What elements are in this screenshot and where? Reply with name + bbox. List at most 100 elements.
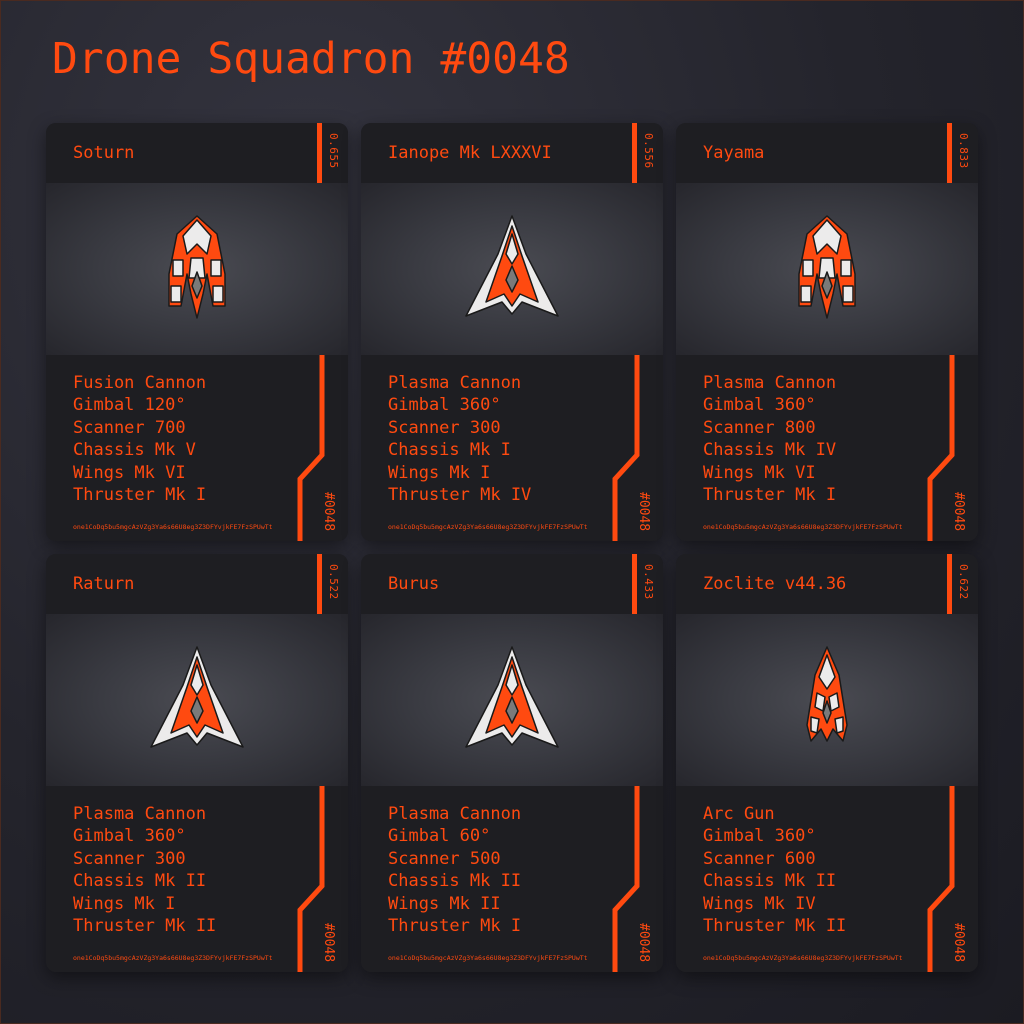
stat-line: Wings Mk VI <box>703 462 816 483</box>
header-accent-bar <box>317 123 322 183</box>
drone-art <box>46 614 348 786</box>
drone-score: 0.433 <box>642 564 655 600</box>
stat-line: Chassis Mk I <box>388 440 511 461</box>
drone-score: 0.622 <box>957 564 970 600</box>
stat-line: Arc Gun <box>703 804 775 824</box>
fighter-delta-icon <box>465 215 559 317</box>
fighter-narrow-icon <box>806 646 848 742</box>
stat-line: Plasma Cannon <box>703 373 837 393</box>
fighter-wide-checkered-icon <box>168 215 226 319</box>
drone-name: Raturn <box>73 574 135 594</box>
drone-art <box>361 183 663 355</box>
fighter-delta-icon <box>465 646 559 748</box>
stat-line: Gimbal 360° <box>703 395 816 416</box>
stat-line: Thruster Mk I <box>73 485 207 506</box>
page-title: Drone Squadron #0048 <box>52 34 570 84</box>
drone-art <box>361 614 663 786</box>
drone-score: 0.833 <box>957 133 970 169</box>
drone-name: Zoclite v44.36 <box>703 574 847 594</box>
stat-line: Chassis Mk IV <box>703 440 837 461</box>
stat-line: Thruster Mk II <box>73 916 217 937</box>
drone-name: Soturn <box>73 143 135 163</box>
fighter-delta-icon <box>150 646 244 748</box>
owner-hash: one1CoDq5bu5mgcAzVZg3Ya6s66U8eg3Z3DFYvjk… <box>388 954 588 962</box>
card-header: Raturn 0.522 <box>46 554 348 614</box>
stat-line: Chassis Mk II <box>388 871 522 892</box>
header-accent-bar <box>632 554 637 614</box>
owner-hash: one1CoDq5bu5mgcAzVZg3Ya6s66U8eg3Z3DFYvjk… <box>703 954 903 962</box>
stat-line: Gimbal 360° <box>703 826 816 847</box>
drone-score: 0.522 <box>327 564 340 600</box>
stat-line: Gimbal 360° <box>73 826 186 847</box>
stat-line: Scanner 300 <box>73 848 186 869</box>
stat-line: Gimbal 360° <box>388 395 501 416</box>
owner-hash: one1CoDq5bu5mgcAzVZg3Ya6s66U8eg3Z3DFYvjk… <box>703 523 903 531</box>
drone-art <box>676 183 978 355</box>
stat-line: Plasma Cannon <box>73 804 207 824</box>
stat-line: Chassis Mk V <box>73 440 196 461</box>
stat-line: Gimbal 60° <box>388 826 491 847</box>
stat-line: Thruster Mk I <box>388 916 522 937</box>
stat-line: Wings Mk VI <box>73 462 186 483</box>
stat-line: Chassis Mk II <box>703 871 837 892</box>
stat-line: Plasma Cannon <box>388 373 522 393</box>
squadron-serial: #0048 <box>951 491 966 531</box>
stat-line: Thruster Mk IV <box>388 485 532 506</box>
header-accent-bar <box>947 123 952 183</box>
stat-line: Scanner 500 <box>388 848 501 869</box>
stat-line: Scanner 600 <box>703 848 816 869</box>
stat-line: Chassis Mk II <box>73 871 207 892</box>
drone-score: 0.556 <box>642 133 655 169</box>
fighter-wide-checkered-icon <box>798 215 856 319</box>
stat-line: Scanner 700 <box>73 417 186 438</box>
card-header: Ianope Mk LXXXVI 0.556 <box>361 123 663 183</box>
stat-line: Plasma Cannon <box>388 804 522 824</box>
stat-line: Thruster Mk I <box>703 485 837 506</box>
header-accent-bar <box>947 554 952 614</box>
squadron-serial: #0048 <box>321 491 336 531</box>
stat-line: Gimbal 120° <box>73 395 186 416</box>
card-header: Zoclite v44.36 0.622 <box>676 554 978 614</box>
header-accent-bar <box>317 554 322 614</box>
squadron-serial: #0048 <box>636 491 651 531</box>
owner-hash: one1CoDq5bu5mgcAzVZg3Ya6s66U8eg3Z3DFYvjk… <box>73 523 273 531</box>
card-header: Burus 0.433 <box>361 554 663 614</box>
owner-hash: one1CoDq5bu5mgcAzVZg3Ya6s66U8eg3Z3DFYvjk… <box>73 954 273 962</box>
drone-name: Ianope Mk LXXXVI <box>388 143 552 163</box>
drone-art <box>46 183 348 355</box>
stat-line: Wings Mk I <box>73 893 176 914</box>
stat-line: Wings Mk I <box>388 462 491 483</box>
drone-name: Yayama <box>703 143 765 163</box>
stat-line: Fusion Cannon <box>73 373 207 393</box>
drone-art <box>676 614 978 786</box>
squadron-serial: #0048 <box>636 922 651 962</box>
squadron-serial: #0048 <box>951 922 966 962</box>
header-accent-bar <box>632 123 637 183</box>
drone-name: Burus <box>388 574 440 594</box>
stat-line: Wings Mk II <box>388 893 501 914</box>
squadron-serial: #0048 <box>321 922 336 962</box>
stat-line: Thruster Mk II <box>703 916 847 937</box>
card-header: Soturn 0.655 <box>46 123 348 183</box>
stat-line: Scanner 300 <box>388 417 501 438</box>
card-header: Yayama 0.833 <box>676 123 978 183</box>
owner-hash: one1CoDq5bu5mgcAzVZg3Ya6s66U8eg3Z3DFYvjk… <box>388 523 588 531</box>
